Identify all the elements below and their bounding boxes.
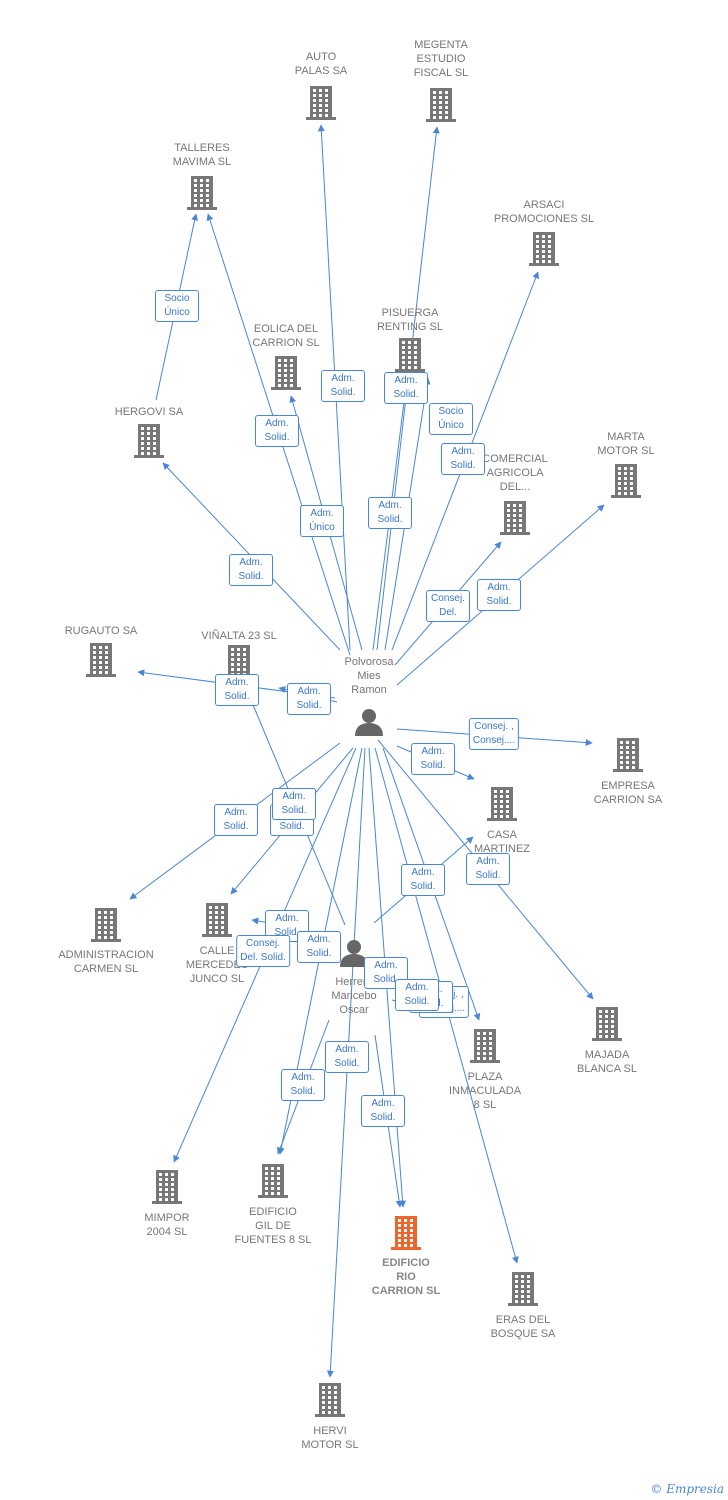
building-icon[interactable] xyxy=(507,1271,539,1312)
building-icon[interactable] xyxy=(610,463,642,504)
edge-label-p2-casa_martinez[interactable]: Adm. Solid. xyxy=(401,864,445,896)
edge-label-p1-mimpor[interactable]: Consej. Del. Solid. xyxy=(236,935,290,967)
building-icon[interactable] xyxy=(469,1028,501,1069)
company-node-rugauto[interactable]: RUGAUTO SA xyxy=(36,624,166,638)
building-icon[interactable] xyxy=(151,1169,183,1210)
company-label: MEGENTA ESTUDIO FISCAL SL xyxy=(413,39,469,79)
company-label: MIMPOR 2004 SL xyxy=(144,1212,190,1238)
company-node-calle_mercedes[interactable]: CALLE MERCEDES JUNCO SL xyxy=(152,944,282,986)
company-label: ARSACI PROMOCIONES SL xyxy=(493,199,595,225)
company-label: ERAS DEL BOSQUE SA xyxy=(490,1314,556,1340)
company-node-arsaci[interactable]: ARSACI PROMOCIONES SL xyxy=(479,198,609,226)
building-icon[interactable] xyxy=(499,500,531,541)
edge-label-p1-arsaci[interactable]: Adm. Solid. xyxy=(441,443,485,475)
company-label: MARTA MOTOR SL xyxy=(597,431,655,457)
edge-label-p1-rugauto[interactable]: Adm. Solid. xyxy=(215,674,259,706)
company-label: EDIFICIO GIL DE FUENTES 8 SL xyxy=(234,1206,312,1246)
building-icon[interactable] xyxy=(591,1006,623,1047)
edge-label-p1-pisuerga[interactable]: Adm. Solid. xyxy=(384,372,428,404)
building-icon[interactable] xyxy=(612,737,644,778)
company-label: CALLE MERCEDES JUNCO SL xyxy=(185,945,249,985)
company-node-auto_palas[interactable]: AUTO PALAS SA xyxy=(256,50,386,78)
company-node-mimpor[interactable]: MIMPOR 2004 SL xyxy=(102,1211,232,1239)
building-icon[interactable] xyxy=(270,355,302,396)
company-label: RUGAUTO SA xyxy=(64,625,138,637)
edge-label-p1-vinalta[interactable]: Adm. Solid. xyxy=(287,683,331,715)
edge-label-p2-edificio_rio[interactable]: Adm. Solid. xyxy=(361,1095,405,1127)
company-label: EDIFICIO RIO CARRION SL xyxy=(371,1257,441,1297)
company-label: MAJADA BLANCA SL xyxy=(577,1049,637,1075)
building-icon[interactable] xyxy=(425,87,457,128)
company-node-eras[interactable]: ERAS DEL BOSQUE SA xyxy=(458,1313,588,1341)
edge-label-p1-comercial[interactable]: Consej. Del. xyxy=(426,590,470,622)
brand-logo[interactable]: Empresia xyxy=(666,1482,724,1496)
company-label: AUTO PALAS SA xyxy=(294,51,348,77)
company-node-hergovi[interactable]: HERGOVI SA xyxy=(84,405,214,419)
edge-label-p1-hervi[interactable]: Adm. Solid. xyxy=(325,1041,369,1073)
edge-label-p1-auto_palas[interactable]: Adm. Solid. xyxy=(321,370,365,402)
building-icon[interactable] xyxy=(186,175,218,216)
company-label: PLAZA INMACULADA 8 SL xyxy=(448,1071,522,1111)
company-node-vinalta[interactable]: VIÑALTA 23 SL xyxy=(174,629,304,643)
building-icon[interactable] xyxy=(390,1215,422,1256)
building-icon[interactable] xyxy=(133,423,165,464)
edge-label-p1-administracion[interactable]: Adm. Solid. xyxy=(214,804,258,836)
person-icon[interactable] xyxy=(339,938,369,973)
company-node-comercial[interactable]: COMERCIAL AGRICOLA DEL... xyxy=(450,452,580,494)
company-node-marta[interactable]: MARTA MOTOR SL xyxy=(561,430,691,458)
company-label: COMERCIAL AGRICOLA DEL... xyxy=(482,453,548,493)
company-label: PISUERGA RENTING SL xyxy=(376,307,443,333)
copyright-symbol: © xyxy=(650,1482,663,1496)
company-node-majada[interactable]: MAJADA BLANCA SL xyxy=(542,1048,672,1076)
edge-label-p2-plaza[interactable]: Adm. Solid. xyxy=(395,979,439,1011)
company-label: EMPRESA CARRION SA xyxy=(593,780,663,806)
edge-label-p1-pisuerga[interactable]: Socio Único xyxy=(429,403,473,435)
person-label-p1[interactable]: Polvorosa Mies Ramon xyxy=(344,656,394,696)
edge-label-p1-marta[interactable]: Adm. Solid. xyxy=(477,579,521,611)
edge-label-p1-empresa_carrion[interactable]: Consej. , Consej.... xyxy=(468,718,520,750)
building-icon[interactable] xyxy=(305,85,337,126)
company-label: HERGOVI SA xyxy=(114,406,184,418)
edge-label-p1-hergovi[interactable]: Adm. Solid. xyxy=(229,554,273,586)
building-icon[interactable] xyxy=(201,902,233,943)
company-label: TALLERES MAVIMA SL xyxy=(172,142,232,168)
building-icon[interactable] xyxy=(257,1163,289,1204)
company-node-administracion[interactable]: ADMINISTRACION CARMEN SL xyxy=(41,948,171,976)
edge-label-p1-eolica[interactable]: Adm. Único xyxy=(300,505,344,537)
company-node-pisuerga[interactable]: PISUERGA RENTING SL xyxy=(345,306,475,334)
building-icon[interactable] xyxy=(528,231,560,272)
company-label: EOLICA DEL CARRION SL xyxy=(252,323,320,349)
company-node-edificio_rio[interactable]: EDIFICIO RIO CARRION SL xyxy=(341,1256,471,1298)
edge-label-hergovi-talleres[interactable]: Socio Único xyxy=(155,290,199,322)
company-node-empresa_carrion[interactable]: EMPRESA CARRION SA xyxy=(563,779,693,807)
edge-label-p1-casa_martinez[interactable]: Adm. Solid. xyxy=(411,743,455,775)
company-label: HERVI MOTOR SL xyxy=(301,1425,359,1451)
company-node-edificio_gil[interactable]: EDIFICIO GIL DE FUENTES 8 SL xyxy=(208,1205,338,1247)
person-label-p2[interactable]: Herrero Mancebo Oscar xyxy=(331,976,377,1016)
company-label: VIÑALTA 23 SL xyxy=(201,630,277,642)
company-node-hervi[interactable]: HERVI MOTOR SL xyxy=(265,1424,395,1452)
edge-label-p1-edificio_gil[interactable]: Adm. Solid. xyxy=(297,931,341,963)
edge-label-p2-edificio_gil[interactable]: Adm. Solid. xyxy=(281,1069,325,1101)
edge-label-p1-talleres[interactable]: Adm. Solid. xyxy=(255,415,299,447)
building-icon[interactable] xyxy=(90,907,122,948)
edge-label-p1-megenta[interactable]: Adm. Solid. xyxy=(368,497,412,529)
edge-label-p2-vinalta[interactable]: Adm. Solid. xyxy=(272,788,316,820)
company-label: ADMINISTRACION CARMEN SL xyxy=(58,949,154,975)
building-icon[interactable] xyxy=(486,786,518,827)
building-icon[interactable] xyxy=(85,642,117,683)
company-node-eolica[interactable]: EOLICA DEL CARRION SL xyxy=(221,322,351,350)
footer: © Empresia xyxy=(650,1482,724,1496)
company-node-talleres[interactable]: TALLERES MAVIMA SL xyxy=(137,141,267,169)
building-icon[interactable] xyxy=(394,337,426,378)
company-node-plaza[interactable]: PLAZA INMACULADA 8 SL xyxy=(420,1070,550,1112)
building-icon[interactable] xyxy=(314,1382,346,1423)
company-node-megenta[interactable]: MEGENTA ESTUDIO FISCAL SL xyxy=(376,38,506,80)
edge-label-p1-majada[interactable]: Adm. Solid. xyxy=(466,853,510,885)
person-icon[interactable] xyxy=(354,707,384,742)
